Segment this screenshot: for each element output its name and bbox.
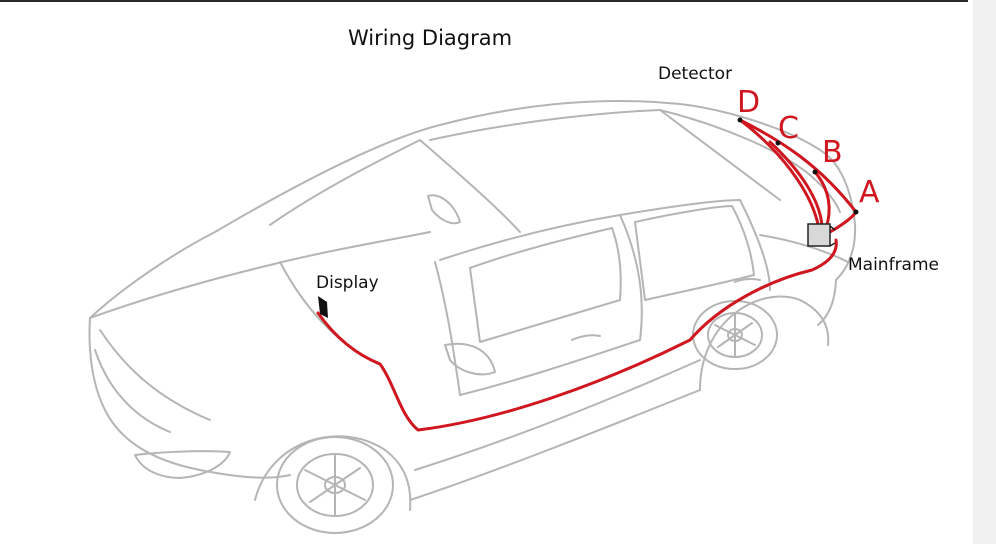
car-wiring-diagram xyxy=(88,99,859,534)
sensor-wire-c xyxy=(768,140,824,228)
mainframe-box xyxy=(807,223,836,247)
detector-label: Detector xyxy=(658,64,733,84)
mainframe-label: Mainframe xyxy=(848,255,939,275)
top-rule xyxy=(0,0,968,2)
display-wire xyxy=(316,238,838,432)
sensor-label-d: D xyxy=(737,85,761,120)
side-panel xyxy=(973,0,996,544)
display-label: Display xyxy=(316,273,379,293)
sensor-label-a: A xyxy=(859,175,880,210)
sensor-point-a xyxy=(853,209,859,215)
sensor-wire-d xyxy=(738,118,820,226)
sensor-label-b: B xyxy=(822,135,843,170)
sensor-point-b xyxy=(812,169,818,175)
car-outline xyxy=(88,99,857,534)
sensor-point-c xyxy=(775,140,781,146)
diagram-title: Wiring Diagram xyxy=(348,26,513,50)
wiring xyxy=(316,118,858,432)
display-unit xyxy=(318,296,328,318)
sensor-label-c: C xyxy=(778,111,799,146)
rear-bumper-wire xyxy=(738,118,858,214)
sensor-point-d xyxy=(737,117,743,123)
sensor-points xyxy=(737,117,859,215)
